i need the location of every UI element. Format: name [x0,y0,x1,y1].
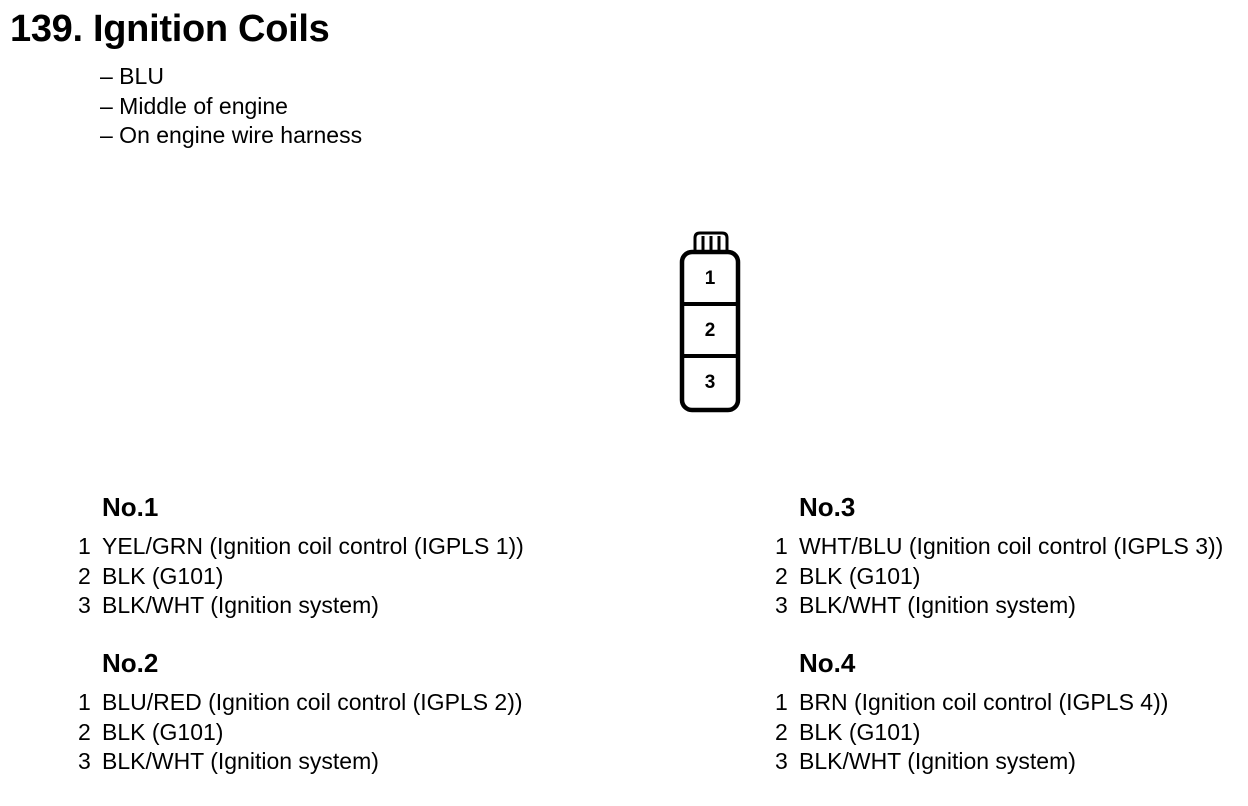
coil-heading: No.1 [102,492,159,522]
pin-description: BLK (G101) [102,562,224,589]
pin-number: 3 [78,592,91,618]
pin-description: WHT/BLU (Ignition coil control (IGPLS 3)… [799,533,1224,559]
pin-description: BLK (G101) [799,562,921,589]
coil-heading: No.4 [799,648,856,678]
pin-description: BLK (G101) [102,718,224,745]
pin-label-2: 2 [705,320,716,341]
connector-diagram: 1 2 3 [676,226,746,418]
connector-info-list: – BLU – Middle of engine – On engine wir… [100,62,362,151]
pin-description: BRN (Ignition coil control (IGPLS 4)) [799,689,1169,715]
pin-description: BLK (G101) [799,718,921,745]
pin-row: 3 BLK/WHT (Ignition system) [78,747,523,777]
coil-group-no1: No.1 1 YEL/GRN (Ignition coil control (IG… [78,492,524,621]
connector-color-note: – BLU [100,63,164,89]
pin-row: 2 BLK (G101) [78,562,524,592]
coil-group-no2: No.2 1 BLU/RED (Ignition coil control (IG… [78,648,523,777]
page-title: 139. Ignition Coils [10,8,330,50]
pin-number: 2 [78,718,91,745]
pin-number: 1 [775,533,788,559]
pin-row: 1 BLU/RED (Ignition coil control (IGPLS 2… [78,688,523,718]
pin-label-1: 1 [705,268,716,289]
connector-body [679,249,741,413]
pin-description: BLK/WHT (Ignition system) [799,748,1076,774]
coil-group-no3: No.3 1 WHT/BLU (Ignition coil control (IG… [775,492,1223,621]
pin-number: 3 [775,592,788,618]
pin-description: BLK/WHT (Ignition system) [799,592,1076,618]
pin-row: 1 YEL/GRN (Ignition coil control (IGPLS 1… [78,532,524,562]
coil-group-no4: No.4 1 BRN (Ignition coil control (IGPLS … [775,648,1168,777]
pin-description: BLU/RED (Ignition coil control (IGPLS 2)… [102,689,523,715]
pin-row: 3 BLK/WHT (Ignition system) [78,591,524,621]
connector-location-note: – Middle of engine [100,92,288,119]
pin-number: 2 [775,718,788,745]
pin-number: 1 [78,689,91,715]
pin-row: 2 BLK (G101) [78,718,523,748]
pin-number: 3 [78,748,91,774]
connector-harness-note: – On engine wire harness [100,122,363,148]
pin-number: 2 [78,562,91,589]
pin-row: 3 BLK/WHT (Ignition system) [775,591,1223,621]
pin-row: 2 BLK (G101) [775,562,1223,592]
pin-description: YEL/GRN (Ignition coil control (IGPLS 1)… [102,533,524,559]
pin-number: 2 [775,562,788,589]
pin-row: 1 WHT/BLU (Ignition coil control (IGPLS 3… [775,532,1223,562]
pin-number: 1 [775,689,788,715]
pin-row: 2 BLK (G101) [775,718,1168,748]
pin-number: 3 [775,748,788,774]
coil-heading: No.3 [799,492,856,522]
pin-row: 3 BLK/WHT (Ignition system) [775,747,1168,777]
pin-description: BLK/WHT (Ignition system) [102,748,379,774]
connector-lock-tab [693,231,729,252]
pin-number: 1 [78,533,91,559]
pin-description: BLK/WHT (Ignition system) [102,592,379,618]
pin-row: 1 BRN (Ignition coil control (IGPLS 4)) [775,688,1168,718]
coil-heading: No.2 [102,648,159,678]
pin-label-3: 3 [705,372,716,393]
